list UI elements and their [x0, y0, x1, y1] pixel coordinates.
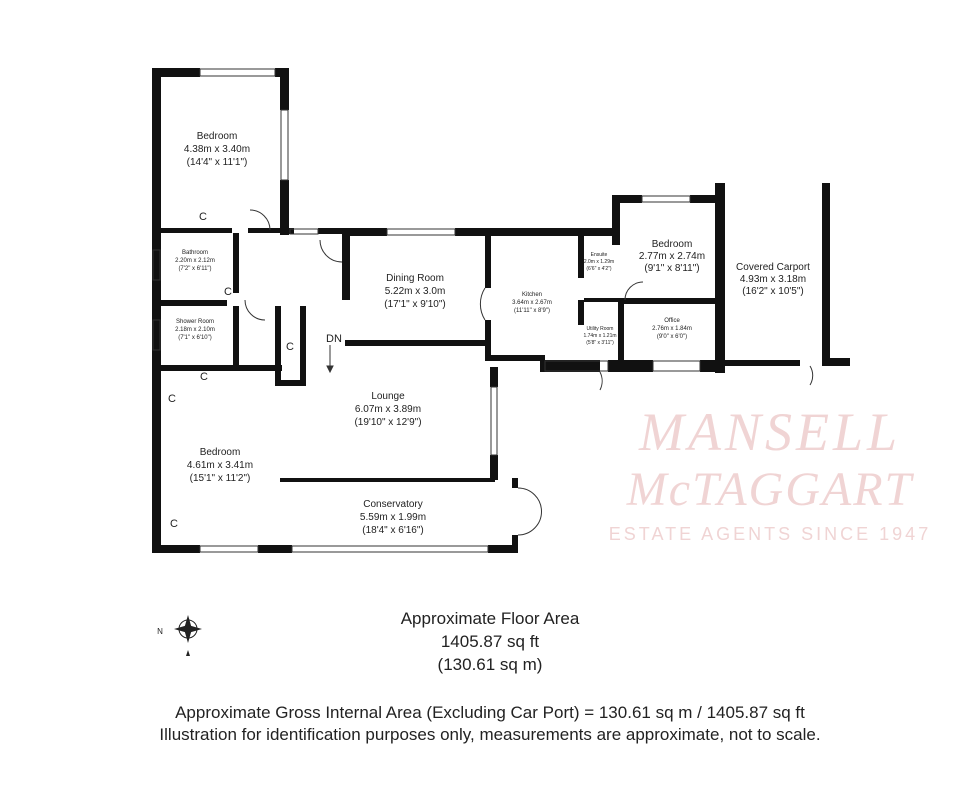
svg-text:(14'4" x 11'1"): (14'4" x 11'1") [187, 157, 248, 168]
room-label-bathroom: Bathroom 2.20m x 2.12m (7'2" x 6'11") [175, 250, 215, 272]
svg-text:6.07m x 3.89m: 6.07m x 3.89m [355, 404, 421, 415]
svg-text:(16'2" x 10'5"): (16'2" x 10'5") [742, 286, 804, 297]
room-label-bedroom-2: Bedroom 4.61m x 3.41m (15'1" x 11'2") [187, 447, 253, 484]
compass-icon: N [157, 615, 202, 656]
stairs-label: DN [326, 333, 342, 345]
svg-text:3.64m x 2.67m: 3.64m x 2.67m [512, 300, 552, 306]
room-label-ensuite: Ensuite 2.0m x 1.29m (6'6" x 4'2") [584, 252, 614, 272]
svg-text:MANSELL: MANSELL [638, 402, 901, 462]
doors [244, 209, 814, 536]
floor-area-sqft: 1405.87 sq ft [440, 632, 540, 651]
svg-text:Bedroom: Bedroom [200, 447, 241, 458]
svg-text:Bedroom: Bedroom [652, 239, 693, 250]
svg-text:5.22m x 3.0m: 5.22m x 3.0m [385, 286, 446, 297]
svg-text:1.74m x 1.21m: 1.74m x 1.21m [583, 333, 616, 339]
svg-text:C: C [199, 211, 207, 223]
svg-text:2.20m x 2.12m: 2.20m x 2.12m [175, 258, 215, 264]
svg-text:McTAGGART: McTAGGART [626, 463, 915, 516]
windows [152, 68, 701, 553]
svg-text:Bathroom: Bathroom [182, 250, 208, 256]
svg-text:Dining Room: Dining Room [386, 273, 444, 284]
footer-disclaimer: Illustration for identification purposes… [159, 725, 821, 744]
room-label-carport: Covered Carport 4.93m x 3.18m (16'2" x 1… [736, 262, 810, 297]
svg-text:Covered Carport: Covered Carport [736, 262, 810, 273]
svg-text:2.76m x 1.84m: 2.76m x 1.84m [652, 326, 692, 332]
svg-text:2.77m x 2.74m: 2.77m x 2.74m [639, 251, 705, 262]
room-label-office: Office 2.76m x 1.84m (9'0" x 6'0") [652, 318, 692, 340]
svg-text:5.59m x 1.99m: 5.59m x 1.99m [360, 512, 426, 523]
svg-text:Ensuite: Ensuite [591, 252, 608, 258]
svg-text:N: N [157, 627, 163, 636]
svg-text:(19'10" x 12'9"): (19'10" x 12'9") [354, 417, 421, 428]
svg-text:2.18m x 2.10m: 2.18m x 2.10m [175, 327, 215, 333]
svg-text:Office: Office [664, 318, 680, 324]
room-label-bedroom-3: Bedroom 2.77m x 2.74m (9'1" x 8'11") [639, 239, 705, 274]
walls [152, 68, 850, 553]
room-label-kitchen: Kitchen 3.64m x 2.67m (11'11" x 8'9") [512, 292, 552, 314]
svg-text:Utility Room: Utility Room [587, 326, 614, 332]
svg-text:C: C [168, 393, 176, 405]
svg-text:Lounge: Lounge [371, 391, 405, 402]
svg-text:Kitchen: Kitchen [522, 292, 542, 298]
svg-text:(9'1" x 8'11"): (9'1" x 8'11") [644, 263, 699, 274]
cupboard-labels: C C C C C C [168, 211, 294, 530]
svg-text:(6'6" x 4'2"): (6'6" x 4'2") [586, 266, 612, 272]
svg-text:(11'11" x 8'9"): (11'11" x 8'9") [514, 308, 550, 314]
footer-gross-area: Approximate Gross Internal Area (Excludi… [175, 703, 805, 722]
svg-text:Conservatory: Conservatory [363, 499, 422, 510]
watermark-logo: MANSELL McTAGGART ESTATE AGENTS SINCE 19… [609, 402, 931, 544]
svg-text:(9'0" x 6'0"): (9'0" x 6'0") [657, 334, 687, 340]
svg-text:(5'8" x 3'11"): (5'8" x 3'11") [586, 340, 614, 346]
svg-text:(18'4" x 6'16"): (18'4" x 6'16") [362, 525, 424, 536]
svg-text:4.38m x 3.40m: 4.38m x 3.40m [184, 144, 250, 155]
svg-text:C: C [200, 371, 208, 383]
svg-text:(17'1" x 9'10"): (17'1" x 9'10") [384, 299, 446, 310]
room-label-conservatory: Conservatory 5.59m x 1.99m (18'4" x 6'16… [360, 499, 426, 536]
room-label-dining-room: Dining Room 5.22m x 3.0m (17'1" x 9'10") [384, 273, 446, 310]
floor-area-title: Approximate Floor Area [400, 609, 580, 628]
svg-text:C: C [170, 518, 178, 530]
svg-text:C: C [286, 341, 294, 353]
svg-text:C: C [224, 286, 232, 298]
svg-text:ESTATE AGENTS SINCE 1947: ESTATE AGENTS SINCE 1947 [609, 524, 931, 544]
svg-text:Shower Room: Shower Room [176, 319, 214, 325]
svg-text:(15'1" x 11'2"): (15'1" x 11'2") [190, 473, 251, 484]
svg-text:(7'1" x 6'10"): (7'1" x 6'10") [178, 335, 212, 341]
svg-text:4.61m x 3.41m: 4.61m x 3.41m [187, 460, 253, 471]
room-label-lounge: Lounge 6.07m x 3.89m (19'10" x 12'9") [354, 391, 421, 428]
room-label-shower-room: Shower Room 2.18m x 2.10m (7'1" x 6'10") [175, 319, 215, 341]
room-label-utility-room: Utility Room 1.74m x 1.21m (5'8" x 3'11"… [583, 326, 616, 346]
svg-text:4.93m x 3.18m: 4.93m x 3.18m [740, 274, 806, 285]
room-label-bedroom-1: Bedroom 4.38m x 3.40m (14'4" x 11'1") [184, 131, 250, 168]
svg-text:Bedroom: Bedroom [197, 131, 238, 142]
svg-text:(7'2" x 6'11"): (7'2" x 6'11") [178, 266, 211, 272]
svg-text:2.0m x 1.29m: 2.0m x 1.29m [584, 259, 614, 265]
floor-area-sqm: (130.61 sq m) [437, 655, 543, 674]
